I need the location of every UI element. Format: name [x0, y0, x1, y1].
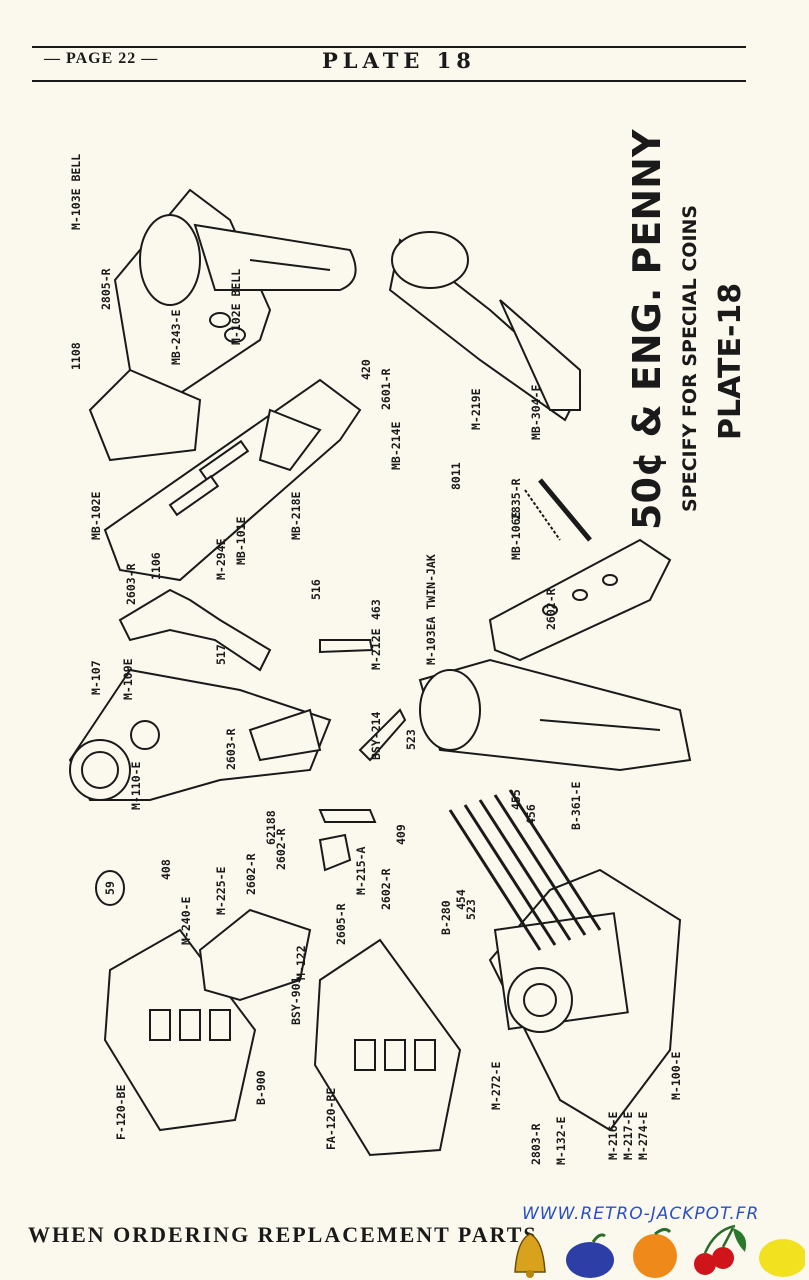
- latch-drawing: [358, 708, 407, 762]
- part-label: 2605-R: [334, 903, 348, 945]
- exploded-parts-diagram: 50¢ & ENG. PENNY SPECIFY FOR SPECIAL COI…: [68, 129, 748, 1165]
- part-label: B-900: [254, 1070, 268, 1105]
- part-label: 2603-R: [224, 728, 238, 770]
- front-plate-fa-drawing: [313, 938, 462, 1157]
- part-label: MB-214E: [389, 421, 403, 470]
- cap-drawing: [318, 833, 352, 872]
- part-label: M-103E BELL: [69, 154, 83, 230]
- part-label: FA-120-BE: [324, 1088, 338, 1150]
- part-label: M-103EA TWIN-JAK: [424, 554, 438, 665]
- part-label: 2602-R: [544, 588, 558, 630]
- part-label: B-361-E: [569, 781, 583, 830]
- header-rule: [32, 80, 746, 82]
- spring-drawing: [524, 489, 561, 541]
- part-label: M-219E: [469, 388, 483, 430]
- title-line1: 50¢ & ENG. PENNY: [625, 129, 669, 530]
- plum-icon: [566, 1233, 614, 1278]
- part-label: M-100-E: [669, 1051, 683, 1100]
- part-label: MB-106E: [509, 511, 523, 560]
- fruit-watermark: [514, 1224, 805, 1278]
- bell-icon: [514, 1233, 546, 1278]
- coin-guide-drawing: [488, 538, 672, 662]
- footer-text: WHEN ORDERING REPLACEMENT PARTS: [28, 1222, 538, 1247]
- part-label: M-215-A: [354, 846, 368, 895]
- part-label: 523: [404, 729, 418, 750]
- part-label: 420: [359, 359, 373, 380]
- main-casting-drawing: [68, 668, 332, 801]
- part-label: M-216-E: [606, 1111, 620, 1160]
- coin-box-drawing: [88, 368, 202, 462]
- part-label: 8011: [449, 462, 463, 490]
- circle-number: 59: [95, 870, 125, 906]
- watermark-site: WWW.RETRO-JACKPOT.FR: [522, 1204, 760, 1224]
- title-line3: PLATE-18: [713, 283, 748, 440]
- reel-assembly-drawing: [448, 789, 682, 1132]
- part-label: M-240-E: [179, 896, 193, 945]
- part-label: 2803-R: [529, 1123, 543, 1165]
- part-label: 1108: [69, 342, 83, 370]
- part-label: 456: [524, 804, 538, 825]
- part-labels: M-103E BELL 2805-R 1108 MB-243-E M-102E BELL…: [69, 154, 683, 1165]
- part-label: 62188: [264, 810, 278, 845]
- part-label: MB-304-E: [529, 385, 543, 440]
- title-line2: SPECIFY FOR SPECIAL COINS: [679, 205, 701, 512]
- part-label: 2602-R: [274, 828, 288, 870]
- slide-plate-drawing: [103, 378, 362, 582]
- gear-guard-drawing: [198, 908, 312, 1002]
- svg-text:59: 59: [103, 881, 117, 895]
- part-label: M-272-E: [489, 1061, 503, 1110]
- part-label: M-274-E: [636, 1111, 650, 1160]
- part-label: 463: [369, 599, 383, 620]
- part-label: 2601-R: [379, 368, 393, 410]
- part-label: 1106: [149, 552, 163, 580]
- part-label: F-120-BE: [114, 1085, 128, 1140]
- chute-tube-drawing: [388, 231, 582, 422]
- part-label: M-225-E: [214, 866, 228, 915]
- lever-drawing: [118, 588, 272, 672]
- part-label: 523: [464, 899, 478, 920]
- part-label: BSY-214: [369, 711, 383, 760]
- part-label: 408: [159, 859, 173, 880]
- part-label: MB-218E: [289, 491, 303, 540]
- part-label: M-212E: [369, 628, 383, 670]
- part-label: 517: [214, 644, 228, 665]
- part-label: 516: [309, 579, 323, 600]
- orange-icon: [633, 1227, 677, 1278]
- part-label: M-132-E: [554, 1116, 568, 1165]
- part-label: M-107: [89, 660, 103, 695]
- part-label: 2835-R: [509, 478, 523, 520]
- part-label: 455: [509, 789, 523, 810]
- part-label: 409: [394, 824, 408, 845]
- part-label: M-217-E: [621, 1111, 635, 1160]
- twin-jak-tube-drawing: [418, 658, 692, 772]
- part-label: 454: [454, 889, 468, 910]
- part-label: M-102E BELL: [229, 269, 243, 345]
- part-label: M-109E: [121, 658, 135, 700]
- plate-title: 50¢ & ENG. PENNY SPECIFY FOR SPECIAL COI…: [625, 129, 748, 530]
- plate-409-drawing: [318, 809, 377, 823]
- coin-head-drawing: [113, 188, 357, 402]
- part-label: M-294E: [214, 538, 228, 580]
- top-rule: [32, 46, 746, 48]
- part-label: 2805-R: [99, 268, 113, 310]
- cherry-icon: [694, 1224, 747, 1275]
- part-label: M-110-E: [129, 761, 143, 810]
- rod-drawing: [538, 478, 592, 542]
- lemon-icon: [759, 1239, 805, 1277]
- part-label: MB-101E: [234, 516, 248, 565]
- plate-heading: PLATE 18: [322, 48, 476, 73]
- part-label: MB-102E: [89, 491, 103, 540]
- part-label: 2603-R: [124, 563, 138, 605]
- part-label: B-280: [439, 900, 453, 935]
- part-label: MB-243-E: [169, 310, 183, 365]
- part-label: 2602-R: [244, 853, 258, 895]
- link-drawing: [319, 639, 374, 654]
- part-label: 2602-R: [379, 868, 393, 910]
- part-label: BSY-901: [289, 976, 303, 1025]
- page-number: — PAGE 22 —: [44, 50, 159, 67]
- part-label: M-122: [294, 945, 308, 980]
